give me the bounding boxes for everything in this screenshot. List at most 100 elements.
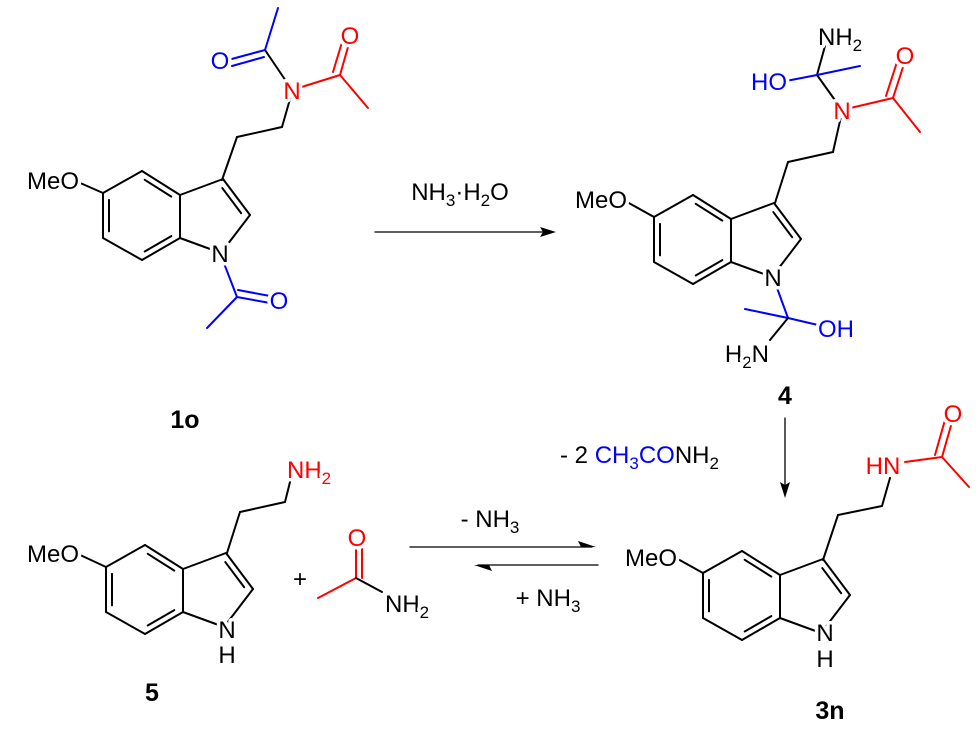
indole-bond [182,611,225,628]
ethyl-chain [822,477,891,561]
hydroxyl-label-top: HO [751,69,787,96]
indole-bond [741,550,781,576]
indole-inner-double-bond [743,558,773,578]
bond [626,201,655,218]
indole-bond [779,617,822,634]
compound-label-5: 5 [145,679,159,707]
hydroxyl-label-bottom: OH [818,316,854,343]
indole-bond [141,237,181,261]
bond [816,45,826,76]
double-bond [339,39,351,76]
indole-bond [692,194,732,220]
indole-hydrogen: H [816,646,833,673]
carbonyl-oxygen: O [944,401,963,428]
indole-bond [771,238,802,278]
reverse-condition: + NH3 [516,585,581,616]
indole-inner-double-bond [224,561,246,589]
bond [264,49,293,91]
indole-bond [220,214,251,254]
ethyl-chain [774,111,843,204]
indole-bond [773,202,802,240]
indole-hydrogen: H [218,642,235,669]
byproduct-acetamide: - 2 CH3CONH2 [560,442,719,473]
bond [206,296,238,329]
bond [744,308,789,319]
indole-cores [102,170,851,641]
double-bond [941,421,953,458]
bond [892,97,921,133]
bond [291,74,341,91]
indole-inner-double-bond [146,609,176,627]
indole-inner-double-bond [694,202,724,222]
bond [219,252,238,298]
compound-label-4: 4 [778,382,792,410]
bond [816,74,843,111]
methoxy-label: MeO [625,545,677,572]
methoxy-label: MeO [27,541,79,568]
reaction-arrow-step2: - 2 CH3CONH2 [560,417,790,498]
double-bond [934,419,946,456]
bond [816,65,861,76]
plus-sign: + [293,566,307,593]
reagent-ammonia-water: NH3·H2O [411,179,509,210]
indole-inner-double-bond [743,615,773,633]
indole-bond [144,611,184,635]
indole-inner-double-bond [694,259,724,277]
indole-bond [105,611,146,635]
half-arrowhead-forward [578,541,596,547]
indole-bond [779,558,824,576]
indole-bond [105,544,146,568]
indole-bond [730,261,773,278]
bond [769,317,789,341]
n-acetyl-oxygen: O [270,288,289,315]
ethyl-chain [221,91,293,181]
methoxy-label: MeO [27,168,79,195]
compound-4: MeO N O HO NH2 N OH H2N 4 [571,21,921,410]
double-bond [237,289,271,297]
bond [264,7,279,51]
indole-bond [102,170,143,194]
compound-label-1o: 1o [170,406,199,434]
indole-bond [702,617,743,641]
amine-label-bottom: H2N [725,341,769,372]
bond [339,74,369,109]
indole-bond [702,550,743,574]
double-bond [892,63,905,99]
half-arrowhead-reverse [474,565,492,571]
equilibrium-arrows: - NH3 + NH3 [409,506,599,616]
double-bond [231,56,265,67]
indole-bond [102,237,143,261]
bond [941,456,970,488]
double-bond [885,61,898,97]
reaction-arrow-step1: NH3·H2O [374,179,556,237]
carbonyl-oxygen-blue: O [211,48,230,75]
bond [675,557,704,574]
bond [77,181,104,194]
double-bond [227,49,266,61]
forward-condition: - NH3 [461,506,520,537]
amine-label-top: NH2 [818,24,862,55]
arrowhead [780,482,790,498]
bond [785,74,818,82]
indole-inner-double-bond [143,235,173,253]
indole-bond [692,261,732,285]
indole-bond [223,588,254,628]
double-bond [236,296,271,304]
indole-bond [653,261,694,285]
indole-inner-double-bond [221,187,243,215]
bond [77,553,107,568]
indole-nitrogen: N [764,265,781,292]
acetamide: O NH2 [317,522,433,626]
indole-bond [179,237,222,254]
bond [841,97,894,111]
acetamide-amine: NH2 [385,591,429,622]
amide-nitrogen: N [833,98,850,125]
bond [904,456,943,463]
indole-bond [741,617,781,641]
indole-nitrogen: N [816,620,833,647]
compound-5: MeO NH2 N H 5 [23,454,334,708]
arrowhead [540,227,556,237]
indole-bond [222,178,251,216]
amide-nh-label: HN [866,453,901,480]
